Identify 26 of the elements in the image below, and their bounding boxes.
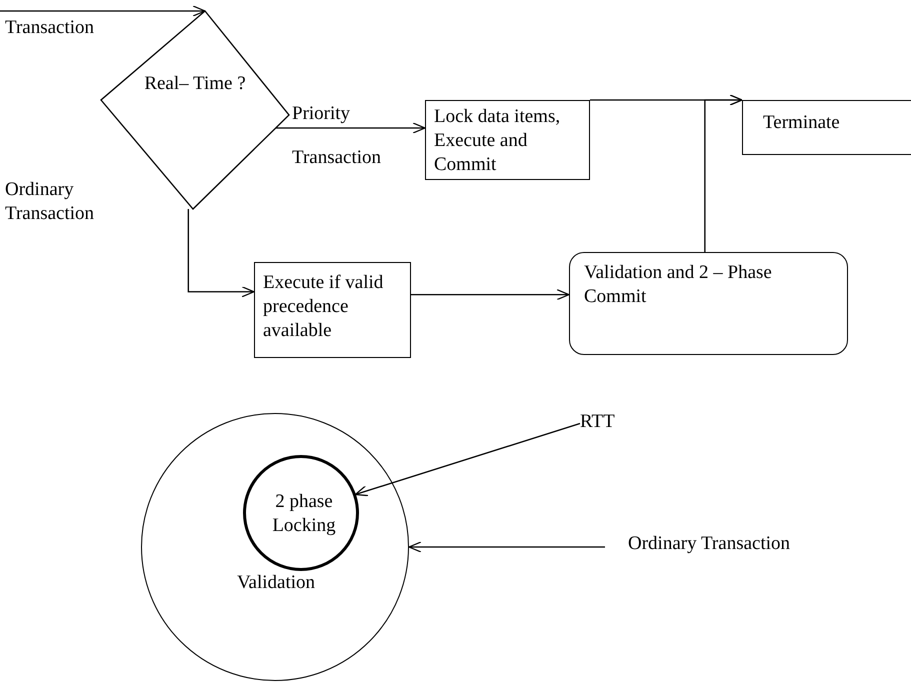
outer-circle: [141, 413, 409, 681]
node-text: Ordinary Transaction: [628, 532, 792, 556]
node-text: Lock data items, Execute and Commit: [434, 105, 562, 176]
process-box: [425, 100, 590, 180]
arrow: [590, 94, 743, 106]
process-box: [742, 100, 911, 155]
node-text: 2 phase Locking: [271, 490, 337, 538]
decision-diamond: [100, 10, 290, 210]
inner-circle: [243, 455, 359, 571]
node-text: Terminate: [763, 111, 841, 135]
arrow: [408, 541, 605, 553]
process-box: [569, 252, 848, 355]
arrow: [0, 5, 206, 17]
arrow: [411, 289, 570, 300]
arrow: [276, 122, 426, 134]
node-text: Execute if valid precedence available: [263, 271, 384, 342]
node-text: RTT: [580, 410, 616, 434]
edge-label: Transaction: [5, 16, 96, 40]
node-text: Validation: [236, 571, 316, 595]
edge-label: Priority Transaction: [292, 102, 382, 170]
decision-text: Real– Time ?: [143, 72, 247, 96]
arrow: [354, 422, 580, 496]
arrow: [188, 209, 255, 298]
node-text: Validation and 2 – Phase Commit: [584, 261, 773, 308]
process-box: [254, 262, 411, 358]
edge-label: Ordinary Transaction: [5, 178, 96, 226]
